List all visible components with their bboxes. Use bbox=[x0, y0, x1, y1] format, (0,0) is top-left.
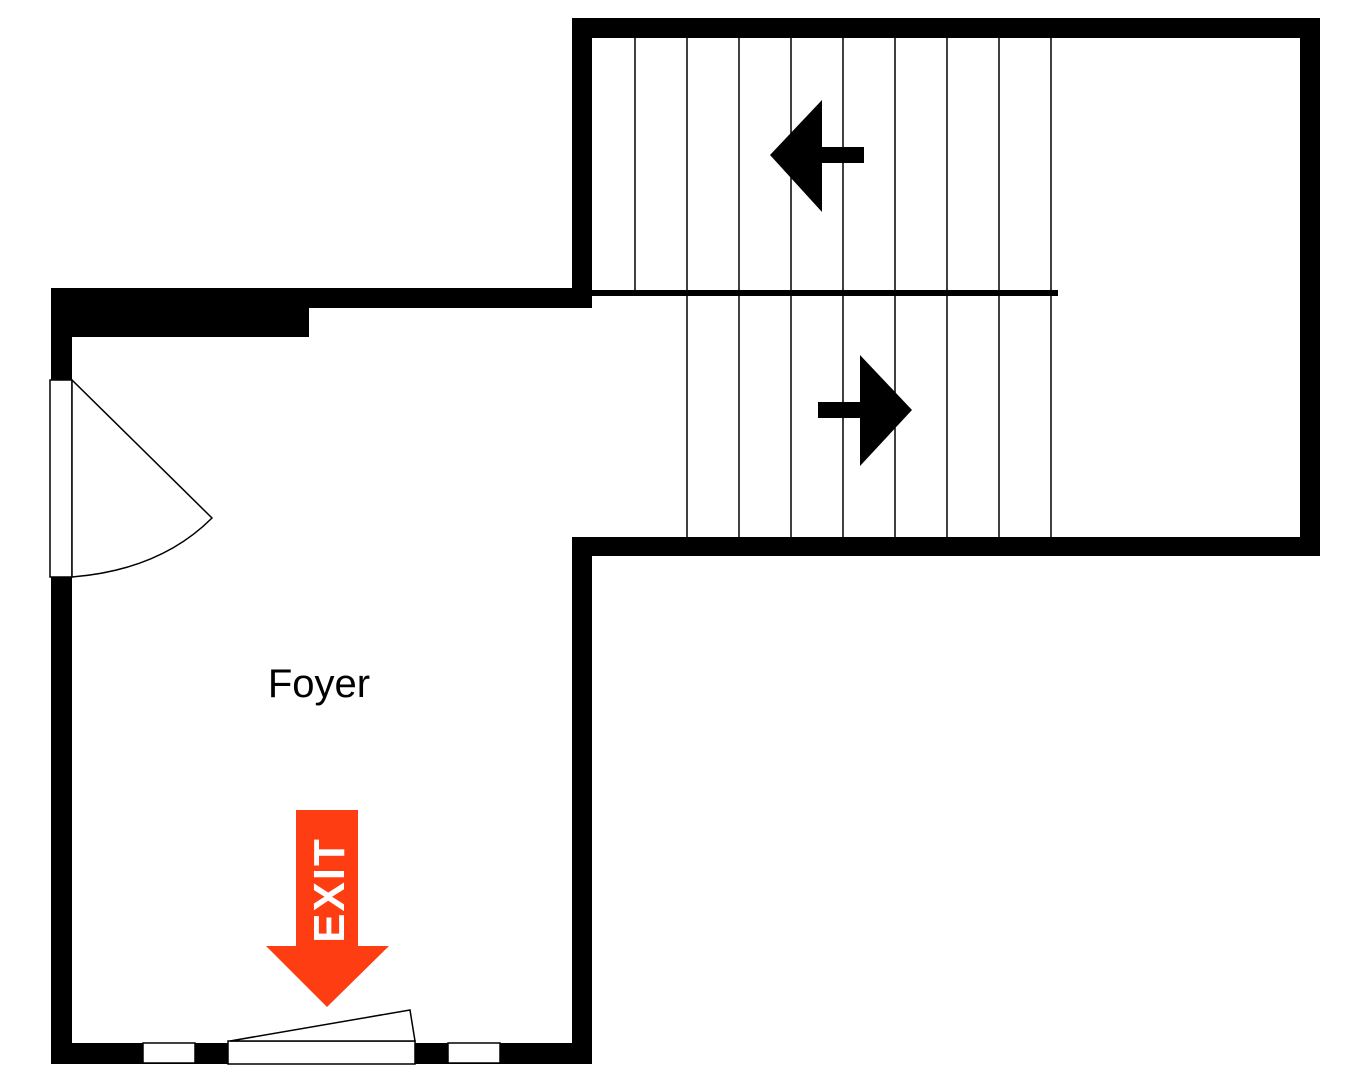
foyer-left-wall-lower bbox=[51, 577, 72, 1064]
stair-right-wall bbox=[1300, 18, 1320, 556]
foyer-right-wall bbox=[572, 537, 592, 1064]
foyer-left-wall-upper bbox=[51, 288, 72, 380]
arrow-left-icon bbox=[770, 100, 864, 212]
exit-sign: EXIT bbox=[266, 810, 389, 1007]
arrow-right-icon bbox=[818, 355, 912, 466]
stair-top-wall bbox=[572, 18, 1320, 38]
stair-bottom-wall bbox=[572, 537, 1320, 556]
window-right bbox=[447, 1042, 501, 1064]
exit-sign-label: EXIT bbox=[305, 837, 354, 943]
stair-left-wall-upper bbox=[572, 18, 592, 308]
window-left bbox=[142, 1042, 196, 1064]
foyer-top-wall-thick bbox=[51, 288, 309, 337]
side-door-swing[interactable] bbox=[71, 379, 214, 578]
exit-door-frame bbox=[227, 1040, 416, 1065]
side-door-frame bbox=[49, 379, 73, 578]
stair-divider bbox=[590, 290, 1058, 296]
room-label-foyer: Foyer bbox=[268, 662, 370, 706]
exit-arrow-icon bbox=[266, 810, 389, 1007]
exit-door-leaf[interactable] bbox=[229, 1009, 416, 1042]
